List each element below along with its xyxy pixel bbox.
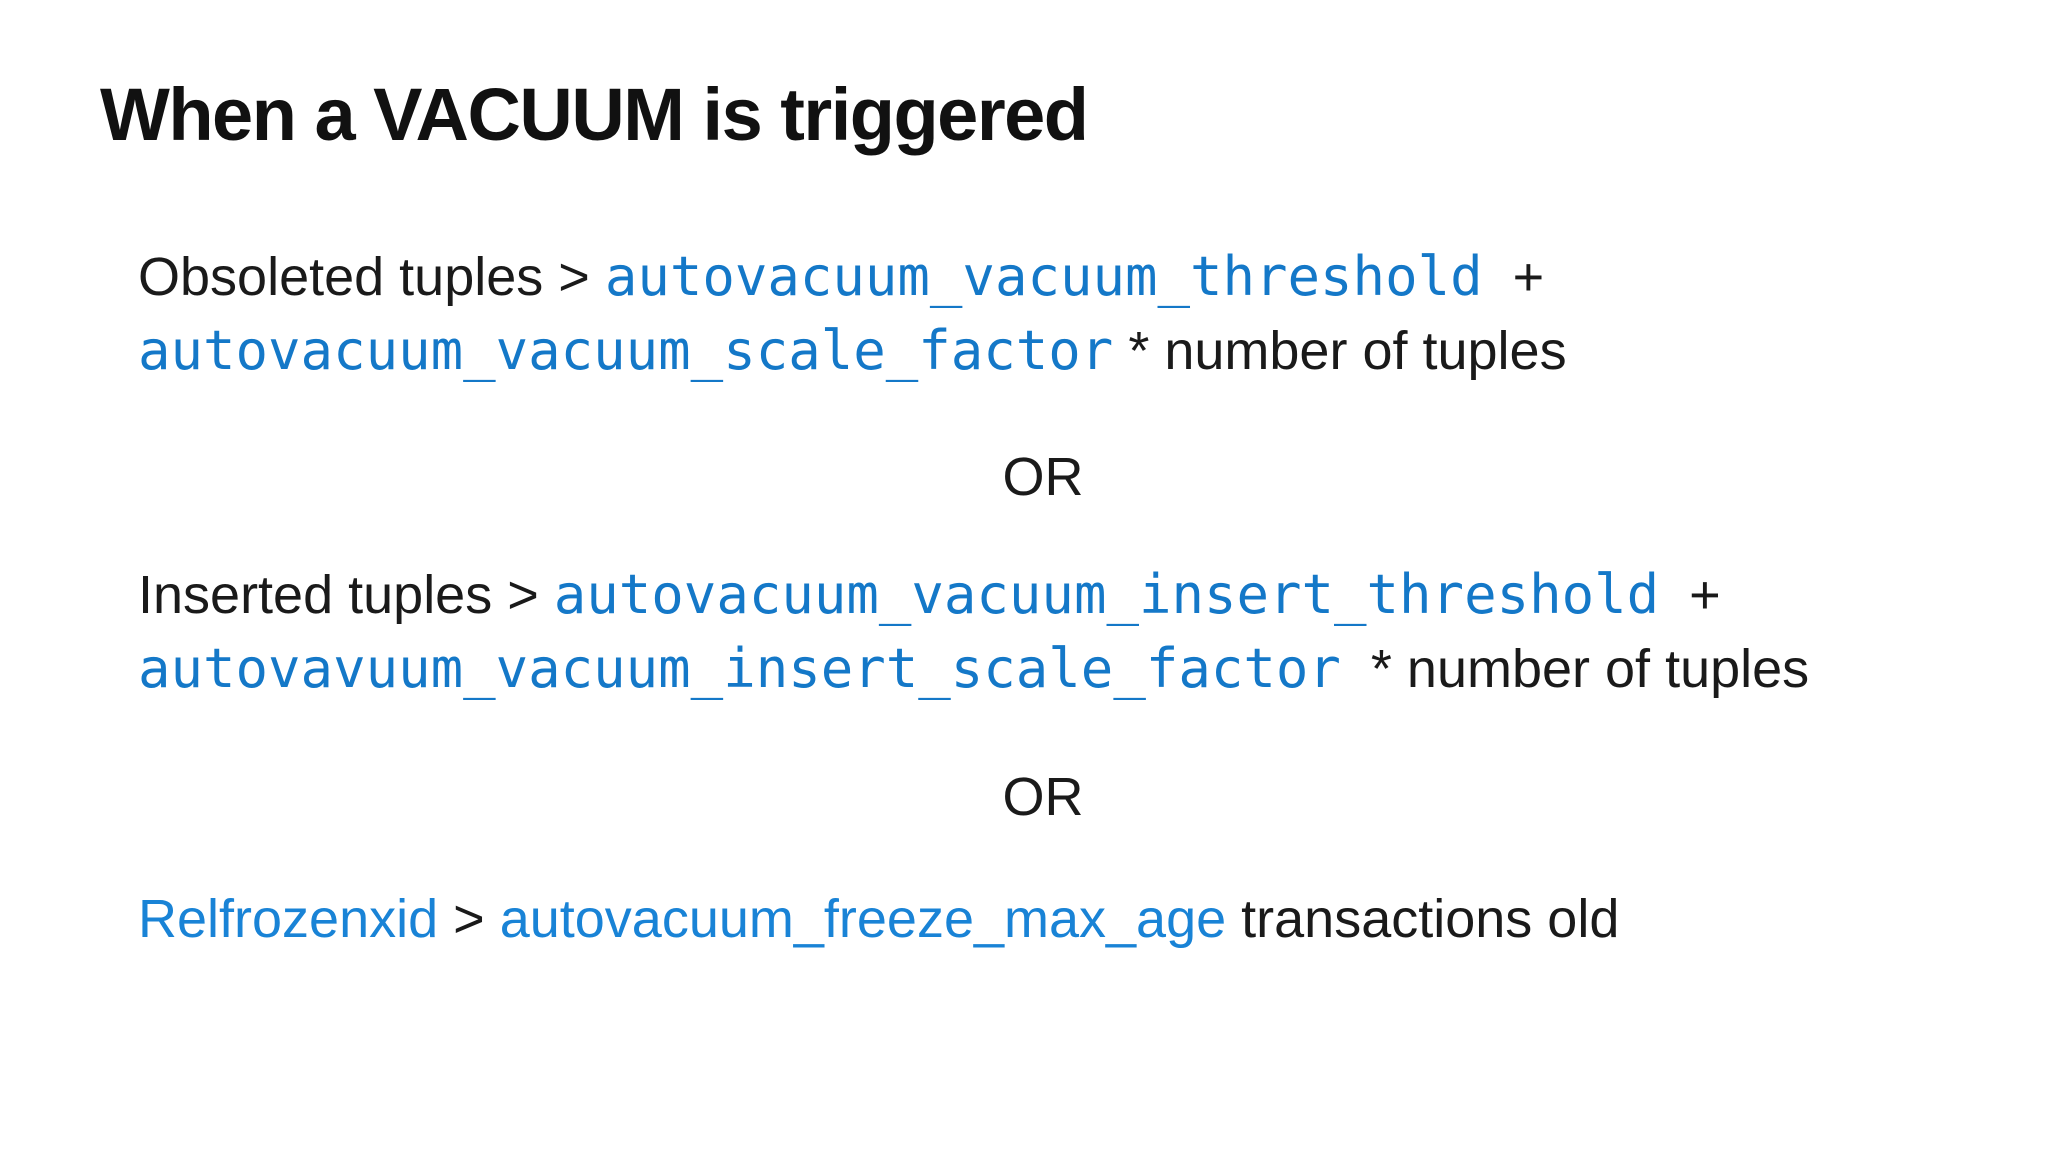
condition-line: autovacuum_vacuum_scale_factor * number … xyxy=(138,314,2018,388)
or-separator-1: OR xyxy=(1002,447,1084,507)
or-separator-2: OR xyxy=(1002,767,1084,827)
code-parameter-autovacuum-freeze-max-age: autovacuum_freeze_max_age xyxy=(499,889,1227,949)
plain-text-segment: * number of tuples xyxy=(1340,639,1810,699)
code-parameter-autovavuum-vacuum-insert-scale-factor: autovavuum_vacuum_insert_scale_factor xyxy=(138,637,1341,700)
operator-segment: + xyxy=(1659,565,1721,625)
slide-title: When a VACUUM is triggered xyxy=(100,73,1089,156)
condition-line: Relfrozenxid > autovacuum_freeze_max_age… xyxy=(138,882,2018,956)
operator-segment: > xyxy=(438,889,500,949)
code-parameter-autovacuum-vacuum-threshold: autovacuum_vacuum_threshold xyxy=(604,245,1483,308)
condition-line: Inserted tuples > autovacuum_vacuum_inse… xyxy=(138,558,2018,632)
condition-line: autovavuum_vacuum_insert_scale_factor * … xyxy=(138,632,2018,706)
plain-text-segment: Obsoleted tuples > xyxy=(138,247,605,307)
condition-obsoleted-tuples: Obsoleted tuples > autovacuum_vacuum_thr… xyxy=(138,240,2018,388)
plain-text-segment: * number of tuples xyxy=(1113,321,1567,381)
term-relfrozenxid: Relfrozenxid xyxy=(138,889,439,949)
code-parameter-autovacuum-vacuum-insert-threshold: autovacuum_vacuum_insert_threshold xyxy=(553,563,1660,626)
condition-line: Obsoleted tuples > autovacuum_vacuum_thr… xyxy=(138,240,2018,314)
code-parameter-autovacuum-vacuum-scale-factor: autovacuum_vacuum_scale_factor xyxy=(138,319,1114,382)
operator-segment: + xyxy=(1482,247,1545,307)
plain-text-segment: transactions old xyxy=(1226,889,1620,949)
condition-relfrozenxid: Relfrozenxid > autovacuum_freeze_max_age… xyxy=(138,882,2018,956)
plain-text-segment: Inserted tuples > xyxy=(138,565,554,625)
condition-inserted-tuples: Inserted tuples > autovacuum_vacuum_inse… xyxy=(138,558,2018,706)
